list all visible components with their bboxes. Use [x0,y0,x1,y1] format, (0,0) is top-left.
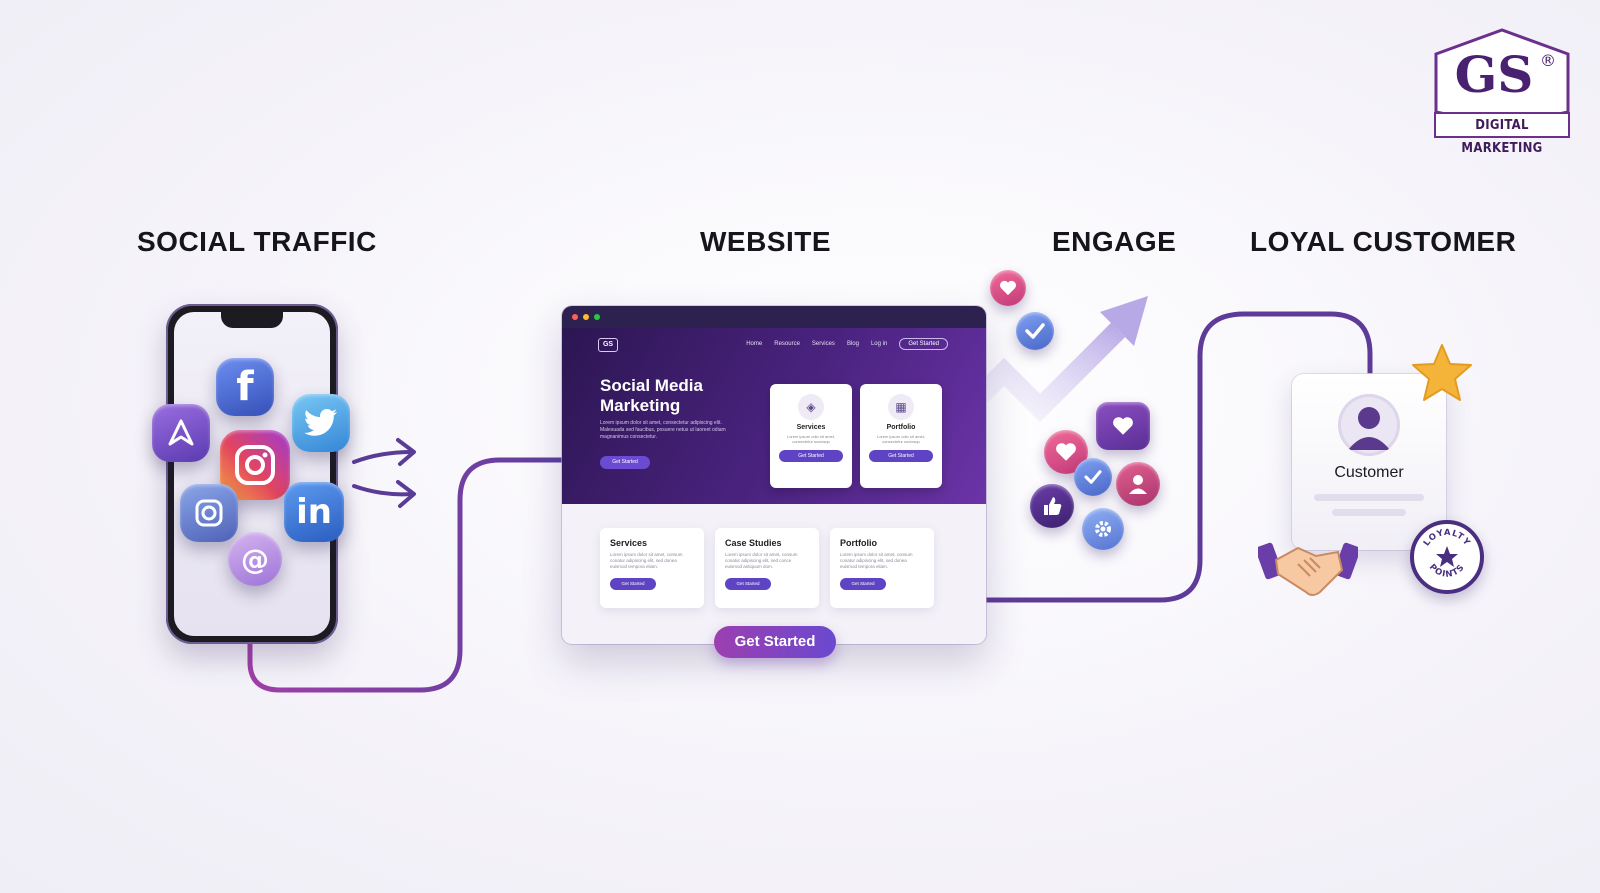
svg-text:POINTS: POINTS [1427,562,1467,579]
linkedin-icon: in [284,482,344,542]
hero-card-text: Lorem ipsum odio sit amet, consectetur s… [876,434,926,444]
nav-link-home[interactable]: Home [746,341,763,347]
hero-card-services: ◈ Services Lorem ipsum odio sit amet, co… [770,384,852,488]
heart-icon [990,270,1026,306]
heart-message-icon [1096,402,1150,450]
section-card-title: Case Studies [725,538,782,548]
window-close-dot[interactable] [572,314,578,320]
section-card-case-studies: Case Studies Lorem ipsum dolor sit amet,… [715,528,819,608]
phone-notch [221,312,283,328]
section-card-text: Lorem ipsum dolor sit amet, consum conat… [610,552,683,569]
gs-logo-icon: GS ® [1434,28,1570,128]
section-card-button[interactable]: Get Started [610,578,656,590]
window-minimize-dot[interactable] [583,314,589,320]
window-maximize-dot[interactable] [594,314,600,320]
threads-icon: @ [228,532,282,586]
stage-title-website: WEBSITE [700,226,832,257]
handshake-icon [1258,542,1358,596]
connector-website-customer [983,311,1373,603]
section-card-title: Services [610,538,648,548]
nav-link-login[interactable]: Log in [870,341,888,347]
section-card-text: Lorem ipsum dolor sit amet, consum conat… [725,552,798,569]
gear-icon [1082,508,1124,550]
website-browser-window: GS Home Resource Services Blog Log in Ge… [562,306,986,644]
send-icon [152,404,210,462]
loyalty-points-badge: LOYALTY POINTS [1410,520,1484,594]
portfolio-icon: ▦ [888,394,914,420]
nav-link-services[interactable]: Services [811,341,835,347]
svg-text:LOYALTY: LOYALTY [1422,528,1472,548]
website-hero: GS Home Resource Services Blog Log in Ge… [562,328,986,504]
customer-avatar [1338,394,1400,456]
website-nav: Home Resource Services Blog Log in Get S… [746,338,948,350]
section-card-title: Portfolio [840,538,877,548]
layers-icon: ◈ [798,394,824,420]
svg-text:GS: GS [1455,45,1534,104]
thumbs-up-icon [1030,484,1074,528]
hero-card-title: Portfolio [886,424,916,431]
section-card-services: Services Lorem ipsum dolor sit amet, con… [600,528,704,608]
hero-card-button[interactable]: Get Started [779,450,843,462]
svg-text:®: ® [1540,51,1556,70]
section-card-text: Lorem ipsum dolor sit amet, consum conat… [840,552,913,569]
traffic-arrows [352,438,416,508]
nav-get-started-button[interactable]: Get Started [899,338,948,350]
customer-detail-line [1314,494,1424,501]
check-icon [1074,458,1112,496]
get-started-cta-button[interactable]: Get Started [714,626,836,658]
nav-link-resource[interactable]: Resource [774,341,800,347]
stage-title-loyal-customer: LOYAL CUSTOMER [1250,226,1517,257]
twitter-icon [292,394,350,452]
logo-label: DIGITAL MARKETING [1434,112,1570,156]
hero-card-button[interactable]: Get Started [869,450,933,462]
hero-card-portfolio: ▦ Portfolio Lorem ipsum odio sit amet, c… [860,384,942,488]
section-card-button[interactable]: Get Started [725,578,771,590]
star-icon [1412,344,1472,401]
connector-social-website [247,457,565,693]
stage-title-social-traffic: SOCIAL TRAFFIC [137,226,377,257]
customer-card: Customer [1292,374,1446,550]
nav-link-blog[interactable]: Blog [846,341,859,347]
hero-card-title: Services [796,424,826,431]
section-card-button[interactable]: Get Started [840,578,886,590]
section-card-portfolio: Portfolio Lorem ipsum dolor sit amet, co… [830,528,934,608]
website-logo[interactable]: GS [598,338,618,352]
camera-icon [180,484,238,542]
hero-get-started-button[interactable]: Get Started [600,456,650,469]
hero-text: Lorem ipsum dolor sit amet, consectetur … [600,420,726,440]
check-icon [1016,312,1054,350]
user-icon [1116,462,1160,506]
stage-title-engage: ENGAGE [1052,226,1177,257]
customer-detail-line [1332,509,1406,516]
customer-label: Customer [1334,464,1404,481]
browser-toolbar [562,306,986,328]
hero-card-text: Lorem ipsum odio sit amet, consectetur s… [786,434,836,444]
facebook-icon: f [216,358,274,416]
hero-title: Social Media Marketing [600,376,703,415]
